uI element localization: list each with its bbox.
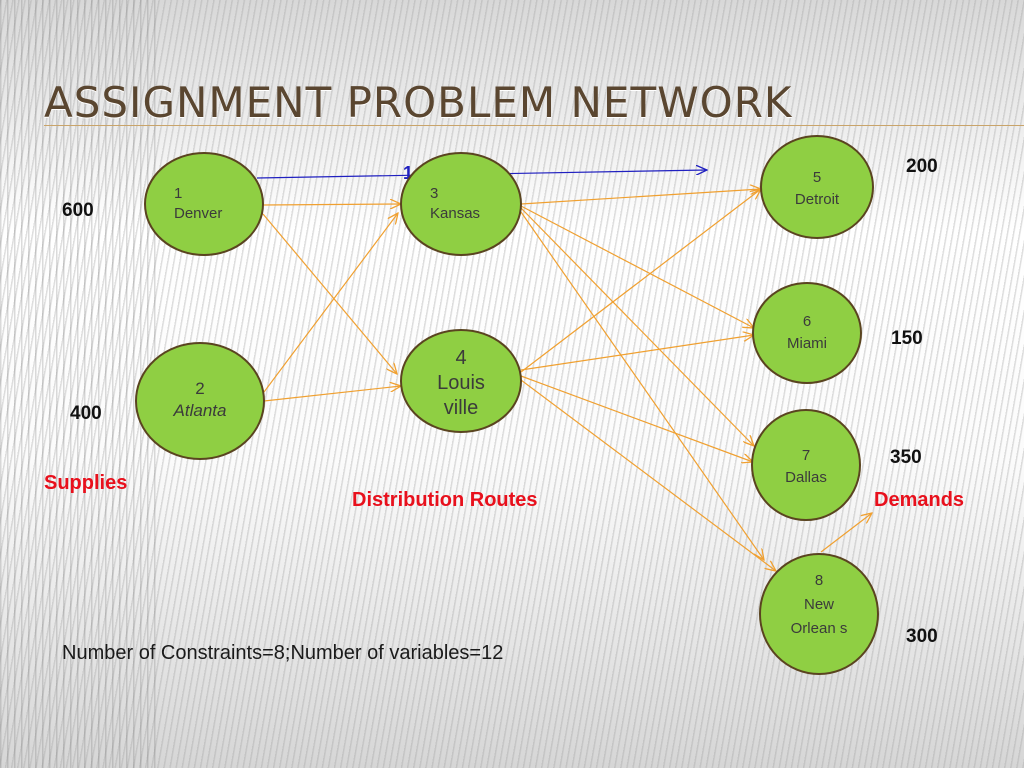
background-stripes-left: [0, 0, 160, 768]
route-arrow-4-7: [520, 375, 753, 462]
supply-atlanta: 400: [70, 403, 102, 424]
highlight-route-label: 1: [403, 163, 413, 183]
demand-dallas: 350: [890, 447, 922, 468]
route-arrow-3-5: [520, 189, 761, 205]
route-edges: [262, 189, 872, 571]
distribution-routes-label: Distribution Routes: [352, 489, 538, 511]
demand-new-orleans: 300: [906, 626, 938, 647]
node-dallas: [751, 409, 861, 521]
route-arrow-4-8: [520, 379, 776, 571]
route-arrow-2-3: [263, 213, 398, 393]
title-underline: [44, 125, 1024, 126]
route-arrow-3-7: [520, 207, 754, 446]
route-arrow-3-6: [520, 205, 754, 328]
node-denver: [144, 152, 264, 256]
demand-detroit: 200: [906, 156, 938, 177]
node-detroit: [760, 135, 874, 239]
supply-denver: 600: [62, 200, 94, 221]
constraints-footer: Number of Constraints=8;Number of variab…: [62, 642, 504, 664]
supplies-label: Supplies: [44, 472, 128, 494]
node-louisville: [400, 329, 522, 433]
route-arrow-1-3: [262, 204, 401, 205]
demands-label: Demands: [874, 489, 965, 511]
route-arrow-1-4: [262, 213, 397, 374]
route-arrow-8-7: [820, 513, 872, 553]
node-kansas: [400, 152, 522, 256]
node-atlanta: [135, 342, 265, 460]
route-arrow-4-5: [520, 189, 761, 373]
node-new-orleans: [759, 553, 879, 675]
route-arrow-3-8: [520, 211, 764, 560]
demand-miami: 150: [891, 328, 923, 349]
route-arrow-4-6: [520, 335, 754, 371]
route-arrow-2-4: [263, 386, 401, 402]
slide-title: ASSIGNMENT PROBLEM NETWORK: [44, 78, 793, 127]
node-miami: [752, 282, 862, 384]
